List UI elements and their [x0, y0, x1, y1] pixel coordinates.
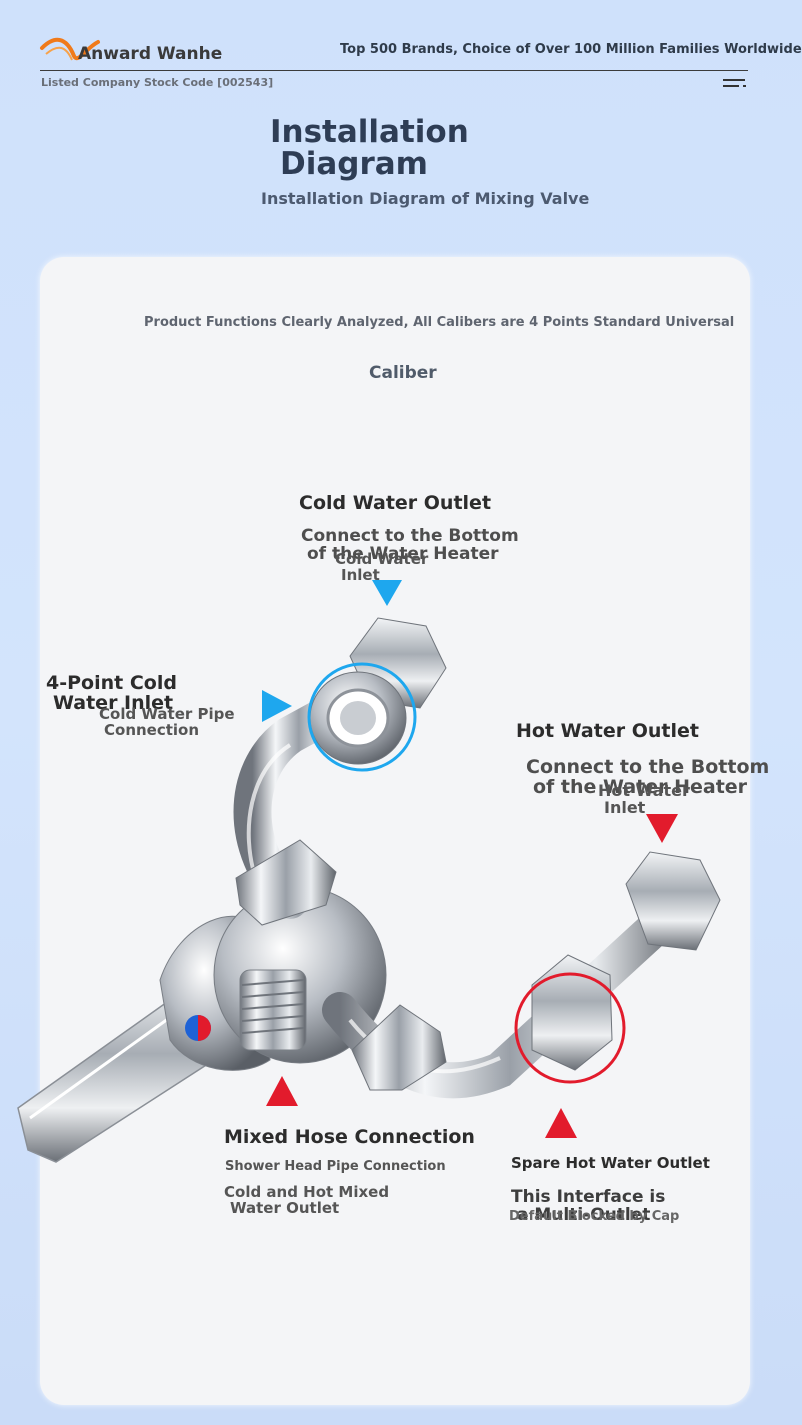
arrow-down-icon — [646, 814, 678, 843]
arrow-up-icon — [266, 1076, 298, 1106]
hot-outlet-title: Hot Water Outlet — [516, 720, 699, 742]
mixed-hose-desc: Shower Head Pipe Connection — [225, 1159, 446, 1174]
cold-outlet-desc: Connect to the Bottom of the Water Heate… — [301, 527, 519, 563]
hot-outlet-sub: Hot Water Inlet — [598, 782, 690, 816]
cold-outlet-sub: Cold Water Inlet — [335, 551, 428, 583]
spare-hot-desc-line1: This Interface is — [511, 1187, 666, 1207]
header-divider — [40, 70, 748, 71]
cold-inlet-title-line1: 4-Point Cold — [46, 672, 177, 694]
hot-outlet-desc: Connect to the Bottom of the Water Heate… — [526, 757, 769, 797]
hot-indicator-dot — [198, 1015, 211, 1041]
cold-inlet-desc-line1: Cold Water Pipe — [99, 705, 235, 723]
page-title: Installation Diagram — [270, 116, 469, 180]
hot-outlet-desc-line1: Connect to the Bottom — [526, 756, 770, 778]
page-title-line2: Diagram — [280, 146, 428, 182]
mixed-hose-sub-line2: Water Outlet — [230, 1199, 340, 1217]
cold-inlet-desc-line2: Connection — [104, 721, 200, 739]
spare-hot-title: Spare Hot Water Outlet — [511, 1154, 710, 1172]
cold-inlet-highlight-circle — [307, 662, 417, 772]
page-title-line1: Installation — [270, 114, 469, 150]
mixed-hose-title: Mixed Hose Connection — [224, 1126, 475, 1148]
mixed-hose-sub-line1: Cold and Hot Mixed — [224, 1183, 390, 1201]
spare-hot-sub: Default Blocked by Cap — [509, 1209, 680, 1224]
cold-inlet-title: 4-Point Cold Water Inlet — [46, 673, 177, 713]
menu-icon[interactable] — [722, 76, 748, 88]
page-subtitle: Installation Diagram of Mixing Valve — [261, 189, 590, 208]
brand-name: Anward Wanhe — [78, 44, 223, 64]
hot-outlet-sub-line2: Inlet — [604, 798, 646, 817]
spare-hot-desc-line2: a Multi-Outlet — [517, 1205, 651, 1225]
mixed-hose-sub: Cold and Hot Mixed Water Outlet — [224, 1184, 389, 1216]
hot-outlet-sub-line1: Hot Water — [598, 781, 690, 800]
intro-text-line1: Product Functions Clearly Analyzed, All … — [144, 315, 735, 330]
cold-outlet-sub-line2: Inlet — [341, 566, 380, 584]
arrow-right-icon — [262, 690, 292, 722]
spare-outlet-cap — [531, 954, 613, 1071]
arrow-up-icon — [545, 1108, 577, 1138]
cold-outlet-desc-line2: of the Water Heater — [307, 544, 499, 564]
cold-outlet-desc-line1: Connect to the Bottom — [301, 526, 519, 546]
brand-swoosh-icon — [40, 37, 100, 61]
cold-outlet-title: Cold Water Outlet — [299, 492, 492, 514]
intro-text-line2: Caliber — [369, 363, 437, 383]
cold-outlet-sub-line1: Cold Water — [335, 550, 429, 568]
arrow-down-icon — [372, 580, 402, 606]
diagram-card — [40, 257, 750, 1405]
brand-tagline: Top 500 Brands, Choice of Over 100 Milli… — [340, 42, 802, 57]
stock-code: Listed Company Stock Code [002543] — [41, 76, 274, 89]
hot-outlet-nut — [625, 851, 721, 951]
cold-inlet-desc: Cold Water Pipe Connection — [99, 706, 235, 738]
mixed-outlet-thread — [239, 969, 307, 1051]
hot-outlet-desc-line2: of the Water Heater — [533, 776, 748, 798]
spare-hot-desc: This Interface is a Multi-Outlet — [511, 1188, 665, 1224]
cold-inlet-title-line2: Water Inlet — [53, 692, 174, 714]
spare-outlet-highlight-circle — [514, 972, 626, 1084]
